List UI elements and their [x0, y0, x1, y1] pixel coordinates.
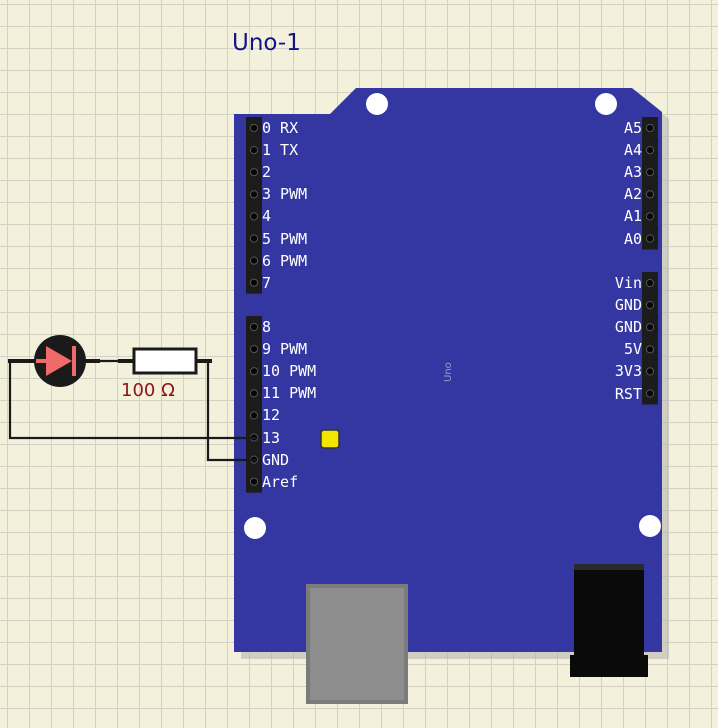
pin-header-strip	[642, 117, 658, 250]
pin-label-left: 7	[262, 273, 272, 292]
board-title: Uno-1	[232, 30, 301, 56]
pin-label-left: 13	[262, 428, 281, 447]
pin-label-left: GND	[262, 450, 290, 469]
pin-left-0[interactable]	[249, 123, 259, 133]
pin-left-5[interactable]	[249, 234, 259, 243]
pin-left-3[interactable]	[249, 190, 259, 199]
led-diode-symbol	[46, 346, 72, 376]
pin-right-5[interactable]	[645, 234, 655, 243]
pin-label-right: 5V	[623, 340, 642, 359]
pin-left-7[interactable]	[249, 278, 259, 287]
pin-right-6[interactable]	[645, 278, 655, 288]
pin-label-left: 3 PWM	[262, 185, 308, 204]
pin-label-left: 5 PWM	[262, 229, 308, 248]
pin-label-right: A1	[623, 207, 642, 226]
pin-left-6[interactable]	[249, 256, 259, 265]
pin-label-right: A5	[623, 119, 642, 137]
status-led	[320, 429, 340, 449]
pin-right-7[interactable]	[645, 301, 655, 310]
pin-header-strip	[246, 316, 262, 493]
led-component[interactable]	[8, 335, 100, 387]
pin-label-left: 8	[262, 318, 272, 336]
pin-label-right: GND	[614, 318, 642, 337]
power-jack	[570, 564, 648, 677]
pin-label-left: 12	[262, 406, 281, 425]
board-body	[234, 88, 662, 652]
pin-header-strip	[642, 272, 658, 405]
pin-label-left: 9 PWM	[262, 340, 308, 359]
pin-right-0[interactable]	[645, 123, 655, 133]
board-side-label: Uno	[443, 362, 454, 382]
pin-right-2[interactable]	[645, 168, 655, 177]
pin-left-8[interactable]	[249, 322, 259, 332]
left-pin-headers	[246, 117, 262, 493]
pin-label-right: GND	[614, 296, 642, 315]
pin-right-8[interactable]	[645, 323, 655, 332]
pin-left-2[interactable]	[249, 168, 259, 177]
pin-label-left: Aref	[262, 472, 299, 491]
resistor-body	[132, 347, 198, 375]
pin-label-right: A0	[623, 229, 642, 248]
mounting-hole	[595, 93, 617, 115]
pin-right-4[interactable]	[645, 212, 655, 221]
pin-left-9[interactable]	[249, 345, 259, 354]
right-pin-headers	[642, 117, 658, 405]
pin-label-left: 2	[262, 163, 272, 182]
pin-right-3[interactable]	[645, 190, 655, 199]
pin-left-10[interactable]	[249, 367, 259, 376]
pin-right-10[interactable]	[645, 367, 655, 376]
pin-label-left: 6 PWM	[262, 251, 308, 270]
pin-label-right: A3	[623, 163, 642, 182]
pin-label-right: RST	[614, 384, 642, 403]
mounting-hole	[639, 515, 661, 537]
pin-left-11[interactable]	[249, 389, 259, 398]
pin-label-right: A4	[623, 141, 642, 160]
pin-label-left: 10 PWM	[262, 362, 317, 381]
pin-right-1[interactable]	[645, 146, 655, 155]
pin-label-right: A2	[623, 185, 642, 204]
pin-label-left: 1 TX	[262, 141, 299, 160]
resistor-value-label: 100 Ω	[121, 380, 175, 401]
pin-left-15[interactable]	[249, 477, 259, 486]
arduino-uno-board[interactable]	[234, 88, 669, 704]
pin-header-strip	[246, 117, 262, 294]
pin-left-12[interactable]	[249, 411, 259, 420]
pin-right-9[interactable]	[645, 345, 655, 354]
usb-connector	[306, 584, 408, 704]
pin-right-11[interactable]	[645, 389, 655, 398]
pin-label-right: Vin	[614, 274, 642, 292]
mounting-hole	[244, 517, 266, 539]
mounting-hole	[366, 93, 388, 115]
pin-left-4[interactable]	[249, 212, 259, 221]
pin-label-left: 11 PWM	[262, 384, 317, 403]
resistor-component[interactable]	[118, 347, 212, 375]
pin-label-left: 0 RX	[262, 119, 299, 137]
pin-label-right: 3V3	[614, 362, 642, 381]
pin-label-left: 4	[262, 207, 272, 226]
pin-left-1[interactable]	[249, 146, 259, 155]
